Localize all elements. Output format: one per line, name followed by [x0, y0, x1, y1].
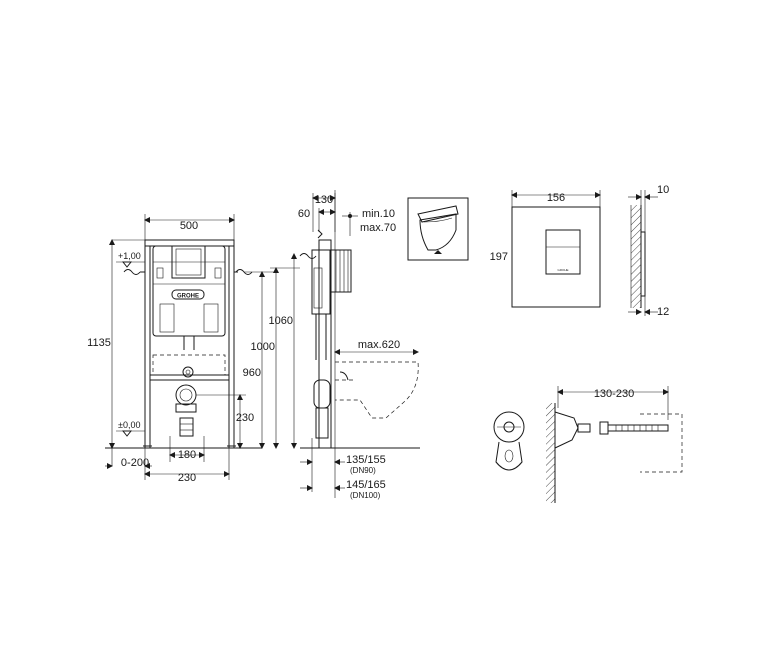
- flush-connector: [182, 366, 194, 378]
- height-dimension: [109, 239, 145, 449]
- plate-height-label: 197: [490, 251, 508, 263]
- height-1000-label: 1000: [251, 341, 275, 353]
- plate-gap-dimension: [342, 212, 358, 236]
- wc-thumbnail: [407, 197, 469, 261]
- level-marks: +1,00 ±0,00: [116, 251, 145, 437]
- height-dimensions-right: [196, 253, 300, 449]
- depth-dimensions: [312, 193, 336, 232]
- outlet-depth-dimensions: [300, 438, 345, 492]
- max-label: max.70: [360, 222, 396, 234]
- cistern: GROHE: [152, 245, 226, 350]
- anchor-range-label: 130-230: [594, 388, 634, 400]
- water-inlet-icon: [299, 253, 317, 259]
- height-960-text: 960: [243, 367, 261, 379]
- wc-outline: [335, 361, 419, 419]
- dn90-note: (DN90): [350, 466, 376, 475]
- height-1060-label: 1060: [269, 315, 293, 327]
- dn100-note: (DN100): [350, 491, 381, 500]
- flush-plate-front: GROHE: [511, 190, 601, 308]
- depth-label: 130: [315, 194, 333, 206]
- front-view: GROHE: [87, 214, 300, 484]
- flush-plate-side: [628, 190, 658, 316]
- min-label: min.10: [362, 208, 395, 220]
- cistern-logo-badge: [171, 289, 205, 300]
- projection-label: max.620: [358, 339, 400, 351]
- frame-lower-rail: [149, 374, 230, 381]
- cistern-logo: GROHE: [177, 294, 199, 300]
- anchor-detail: [493, 386, 683, 503]
- level-top-label: +1,00: [118, 251, 141, 261]
- plate-logo: GROHE: [557, 268, 568, 272]
- waste-outlet: [175, 384, 197, 437]
- bottom-dimensions: [105, 436, 230, 480]
- width-label: 500: [180, 220, 198, 232]
- frame-top-rail: [144, 239, 235, 247]
- pan-outline: [152, 354, 226, 380]
- dn90-value-label: 135/155: [346, 454, 386, 466]
- side-view: 130 60 min.10 max.70 max.620 135/155 (DN…: [298, 190, 420, 500]
- pipe-spacing-label: 180: [178, 449, 196, 461]
- offset-label: 0-200: [121, 457, 149, 469]
- frame-section: [299, 229, 352, 449]
- plate-depth-label: 10: [657, 184, 669, 196]
- plate-width-label: 156: [547, 192, 565, 204]
- offset-60-label: 60: [298, 208, 310, 220]
- outlet-height-label: 230: [236, 412, 254, 424]
- dn100-value-label: 145/165: [346, 479, 386, 491]
- height-label: 1135: [87, 337, 111, 349]
- level-floor-label: ±0,00: [118, 420, 140, 430]
- width-dimension: [144, 214, 235, 240]
- base-width-label: 230: [178, 472, 196, 484]
- plate-wall-label: 12: [657, 306, 669, 318]
